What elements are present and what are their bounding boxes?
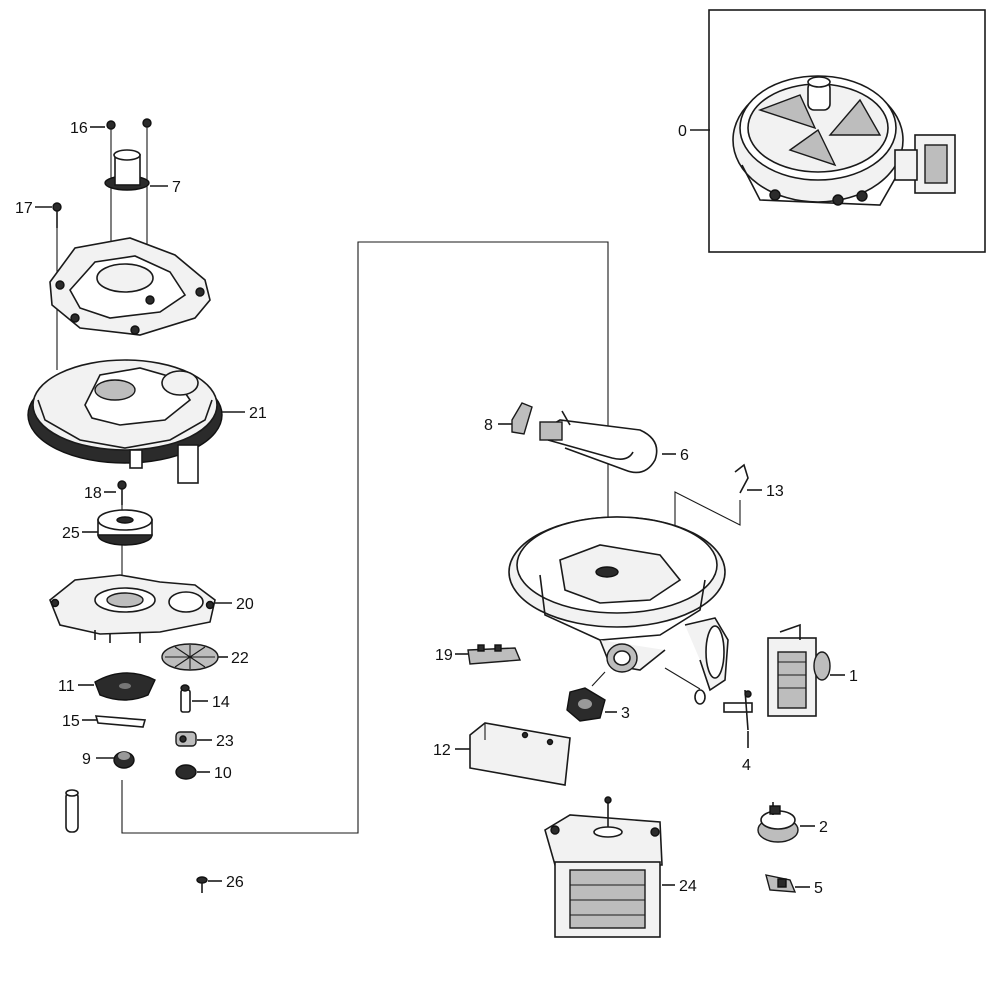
callout-22: 22 [231,650,249,667]
assembled-view-inset: 0 [678,9,986,253]
callout-11: 11 [58,678,75,695]
part-12-cover[interactable] [469,722,571,786]
part-5-switch[interactable] [765,874,797,893]
callout-15: 15 [62,713,80,730]
part-22-filter-wheel[interactable] [161,643,219,671]
callout-18: 18 [84,485,102,502]
main-sump-tub [508,516,729,692]
part-13-clip[interactable] [734,463,749,494]
callout-7: 7 [172,179,181,196]
callout-16: 16 [70,120,88,137]
callout-23: 23 [216,733,234,750]
part-4-fitting[interactable] [694,689,753,731]
callout-21: 21 [249,405,267,422]
part-21-sump-housing[interactable] [27,359,223,484]
callout-3: 3 [621,705,630,722]
callout-0: 0 [678,123,687,140]
part-11-chopper-blade[interactable] [94,672,156,701]
callout-10: 10 [214,765,232,782]
part-2-sensor[interactable] [757,802,799,843]
part-26-screw[interactable] [196,876,208,893]
assembly-connector-line [121,241,609,834]
part-8-gasket[interactable] [511,402,533,435]
callout-14: 14 [212,694,230,711]
part-9-nut[interactable] [113,751,135,769]
callout-8: 8 [484,417,493,434]
part-17-screw[interactable] [52,202,62,370]
callout-13: 13 [766,483,784,500]
part-23-clip[interactable] [175,731,197,747]
fitting-guide-line [664,667,701,690]
valve-guide-line [591,671,606,687]
part-6-heater-element[interactable] [539,410,658,474]
callout-6: 6 [680,447,689,464]
part-24-wash-motor[interactable] [544,796,663,938]
callout-4: 4 [742,757,751,774]
loose-shaft [65,789,79,833]
callout-12: 12 [433,742,451,759]
part-15-blade[interactable] [94,715,147,728]
callout-20: 20 [236,596,254,613]
callout-26: 26 [226,874,244,891]
part-19-connector[interactable] [467,644,522,665]
inset-frame [708,9,986,253]
part-3-check-valve[interactable] [566,687,606,722]
part-20-pump-housing[interactable] [49,574,216,643]
part-0-assembled-pump[interactable] [732,75,956,206]
callout-24: 24 [679,878,697,895]
part-10-grommet[interactable] [175,764,197,780]
part-14-pin[interactable] [180,684,191,713]
callout-17: 17 [15,200,33,217]
callout-5: 5 [814,880,823,897]
upper-cover-plate [49,237,211,336]
part-25-impeller[interactable] [97,509,153,546]
callout-9: 9 [82,751,91,768]
callout-25: 25 [62,525,80,542]
callout-1: 1 [849,668,858,685]
part-7-cap-seal[interactable] [104,149,150,191]
part-1-drain-pump[interactable] [767,623,831,717]
callout-2: 2 [819,819,828,836]
callout-19: 19 [435,647,453,664]
